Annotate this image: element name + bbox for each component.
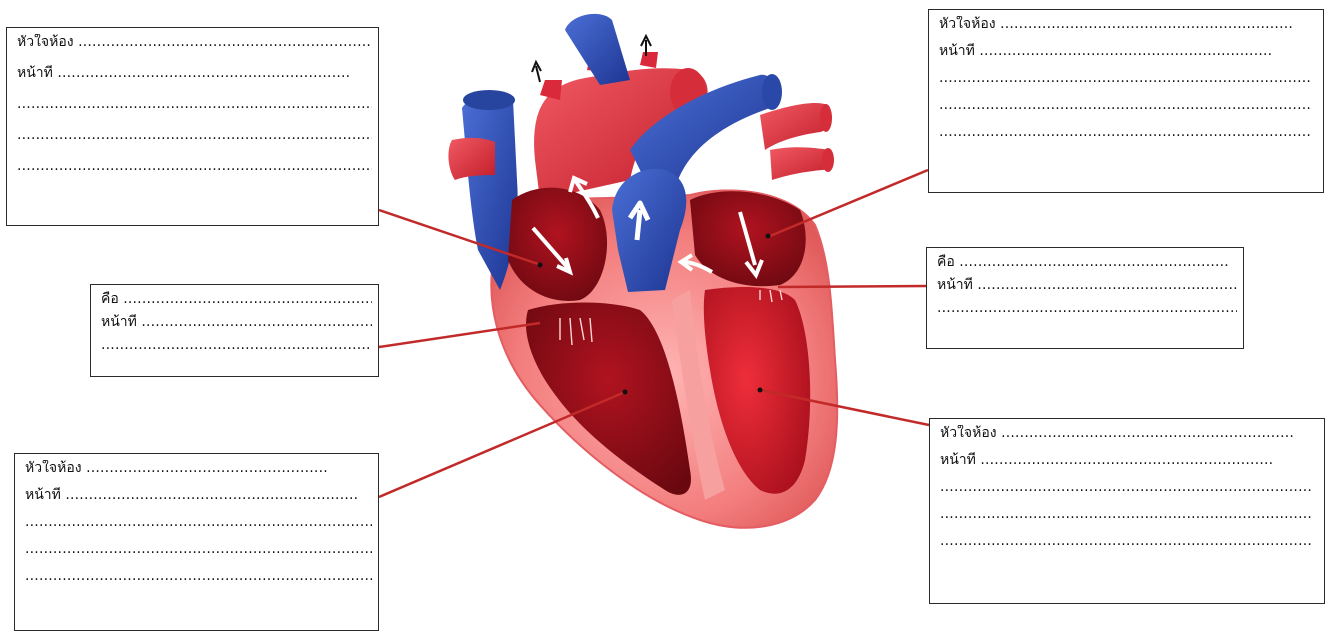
function-label: หน้าที่ [937, 277, 973, 293]
blank-line: ........................................… [937, 300, 1237, 323]
is-label: คือ [101, 291, 119, 307]
blank: ........................................… [979, 43, 1272, 59]
blank: ........................................… [1001, 425, 1294, 441]
function-line: หน้าที่ ................................… [937, 277, 1237, 300]
blank: ........................................… [940, 506, 1312, 522]
chamber-line: หัวใจห้อง ..............................… [17, 34, 372, 65]
blank-line: ........................................… [25, 514, 372, 541]
pulmonary-vein-right-top [760, 103, 831, 150]
blank: ........................................… [939, 70, 1311, 86]
blank: ........................................… [940, 533, 1312, 549]
label-box-bottom-left: หัวใจห้อง ..............................… [14, 453, 379, 631]
label-box-top-left: หัวใจห้อง ..............................… [6, 27, 379, 226]
leader-line-mid-right [778, 286, 926, 287]
blank: ........................................… [1000, 16, 1293, 32]
is-line: คือ ....................................… [101, 291, 372, 314]
blank-line: ........................................… [940, 533, 1318, 560]
function-line: หน้าที่ ................................… [939, 43, 1317, 70]
function-label: หน้าที่ [101, 314, 137, 330]
chamber-label: หัวใจห้อง [940, 425, 997, 441]
blank-line: ........................................… [25, 568, 372, 595]
blank-line: ........................................… [17, 158, 372, 189]
blank: ........................................… [25, 514, 372, 530]
blank: ........................................… [17, 158, 372, 174]
function-line: หน้าที่ ................................… [940, 452, 1318, 479]
function-label: หน้าที่ [25, 487, 61, 503]
blank: ........................................… [86, 460, 328, 476]
function-line: หน้าที่ ................................… [17, 65, 372, 96]
blank: ........................................… [65, 487, 358, 503]
blank: ........................................… [101, 337, 371, 353]
function-label: หน้าที่ [17, 65, 53, 81]
blank: ........................................… [939, 124, 1311, 140]
is-label: คือ [937, 254, 955, 270]
blank: ........................................… [25, 568, 372, 584]
chamber-label: หัวใจห้อง [17, 34, 74, 50]
blank: ........................................… [940, 479, 1312, 495]
chamber-label: หัวใจห้อง [25, 460, 82, 476]
blank-line: ........................................… [939, 124, 1317, 151]
blank-line: ........................................… [17, 96, 372, 127]
blank-line: ........................................… [939, 70, 1317, 97]
blank: ........................................… [141, 314, 372, 330]
chamber-line: หัวใจห้อง ..............................… [25, 460, 372, 487]
pulmonary-vein-left [448, 138, 495, 180]
is-line: คือ ....................................… [937, 254, 1237, 277]
label-box-top-right: หัวใจห้อง ..............................… [928, 9, 1324, 193]
function-label: หน้าที่ [940, 452, 976, 468]
blank: ........................................… [937, 300, 1237, 316]
blank-line: ........................................… [940, 506, 1318, 533]
label-box-mid-right: คือ ....................................… [926, 247, 1244, 349]
blank: ........................................… [123, 291, 372, 307]
label-box-bottom-right: หัวใจห้อง ..............................… [929, 418, 1325, 604]
blank-line: ........................................… [25, 541, 372, 568]
label-box-mid-left: คือ ....................................… [90, 284, 379, 377]
chamber-label: หัวใจห้อง [939, 16, 996, 32]
pulmonary-trunk-top [565, 14, 630, 85]
blank: ........................................… [17, 96, 372, 112]
chamber-line: หัวใจห้อง ..............................… [940, 425, 1318, 452]
chamber-line: หัวใจห้อง ..............................… [939, 16, 1317, 43]
function-label: หน้าที่ [939, 43, 975, 59]
function-line: หน้าที่ ................................… [25, 487, 372, 514]
blank: ........................................… [959, 254, 1229, 270]
leader-line-top-right [770, 170, 928, 236]
blank: ........................................… [939, 97, 1311, 113]
blank: ........................................… [980, 452, 1273, 468]
blank: ........................................… [78, 34, 371, 50]
function-line: หน้าที่ ................................… [101, 314, 372, 337]
blank-line: ........................................… [17, 127, 372, 158]
blank: ........................................… [977, 277, 1237, 293]
blank: ........................................… [17, 127, 372, 143]
blank-line: ........................................… [940, 479, 1318, 506]
blank: ........................................… [25, 541, 372, 557]
blank-line: ........................................… [939, 97, 1317, 124]
blank: ........................................… [57, 65, 350, 81]
blank-line: ........................................… [101, 337, 372, 360]
